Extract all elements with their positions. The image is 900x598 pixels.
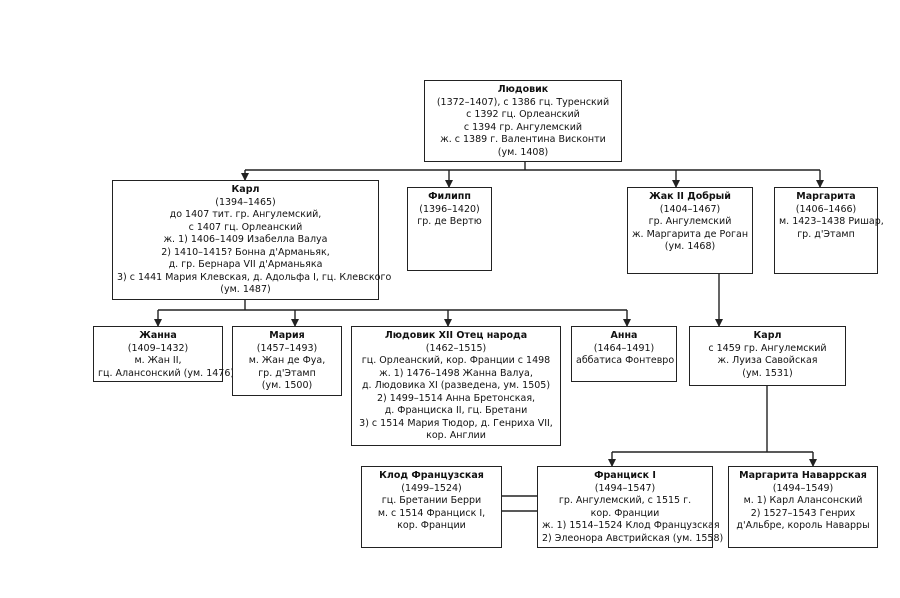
person-detail: (ум. 1408) bbox=[497, 146, 549, 158]
person-detail: ж. с 1389 г. Валентина Висконти bbox=[440, 134, 606, 145]
person-name: Карл bbox=[231, 184, 260, 195]
person-detail: д. Людовика XI (разведена, ум. 1505) bbox=[361, 380, 551, 391]
person-name: Людовик XII Отец народа bbox=[384, 330, 528, 341]
person-detail: гр. д'Этамп bbox=[797, 228, 855, 240]
person-detail: ж. 1) 1476–1498 Жанна Валуа, bbox=[379, 367, 533, 379]
person-detail: д. Франциска II, гц. Бретани bbox=[384, 405, 528, 416]
person-detail: 3) с 1514 Мария Тюдор, д. Генриха VII, bbox=[359, 417, 553, 429]
person-detail: кор. Франции bbox=[590, 507, 660, 519]
person-zhanna: Жанна (1409–1432) м. Жан II, гц. Алансон… bbox=[93, 326, 235, 382]
person-detail: аббатиса Фонтевро bbox=[576, 355, 675, 366]
person-zhak: Жак II Добрый (1404–1467) гр. Ангулемски… bbox=[627, 187, 753, 274]
person-margarita-navarre: Маргарита Наваррская (1494–1549) м. 1) К… bbox=[728, 466, 878, 548]
person-margarita: Маргарита (1406–1466) м. 1423–1438 Ришар… bbox=[774, 187, 884, 274]
person-detail: 3) с 1441 Мария Клевская, д. Адольфа I, … bbox=[117, 271, 392, 283]
person-detail: (1494–1549) bbox=[772, 482, 834, 494]
person-name: Маргарита Наваррская bbox=[739, 470, 867, 481]
person-detail: м. с 1514 Франциск I, bbox=[377, 507, 486, 519]
person-detail: д. гр. Бернара VII д'Арманьяка bbox=[168, 259, 323, 270]
person-detail: кор. Англии bbox=[426, 430, 486, 441]
person-karl: Карл (1394–1465) до 1407 тит. гр. Ангуле… bbox=[112, 180, 392, 300]
person-name: Франциск I bbox=[594, 470, 656, 481]
person-detail: гц. Бретании Берри bbox=[381, 495, 482, 506]
person-name: Маргарита bbox=[796, 191, 856, 202]
person-detail: ж. 1) 1406–1409 Изабелла Валуа bbox=[163, 234, 328, 245]
person-detail: м. Жан де Фуа, bbox=[248, 355, 326, 366]
person-name: Жанна bbox=[139, 330, 177, 341]
person-karl-angouleme: Карл с 1459 гр. Ангулемский ж. Луиза Сав… bbox=[689, 326, 846, 386]
person-detail: (1396–1420) bbox=[419, 203, 480, 215]
person-detail: (1499–1524) bbox=[401, 482, 462, 494]
person-detail: 2) 1499–1514 Анна Бретонская, bbox=[376, 392, 536, 404]
person-detail: с 1392 гц. Орлеанский bbox=[466, 109, 580, 120]
person-detail: 2) 1410–1415? Бонна д'Арманьяк, bbox=[161, 246, 330, 258]
person-name: Клод Французская bbox=[379, 470, 484, 481]
person-anna: Анна (1464–1491) аббатиса Фонтевро bbox=[571, 326, 677, 382]
person-detail: гр. Ангулемский bbox=[648, 216, 732, 227]
person-ludovik-xii: Людовик XII Отец народа (1462–1515) гц. … bbox=[351, 326, 561, 446]
person-detail: (ум. 1500) bbox=[261, 380, 313, 391]
person-detail: ж. Луиза Савойская bbox=[717, 355, 818, 366]
person-name: Жак II Добрый bbox=[649, 191, 731, 202]
person-detail: гр. д'Этамп bbox=[258, 367, 316, 379]
person-detail: кор. Франции bbox=[397, 520, 466, 531]
person-detail: 2) 1527–1543 Генрих bbox=[750, 507, 856, 519]
person-detail: (1372–1407), с 1386 гц. Туренский bbox=[436, 96, 610, 108]
person-detail: (1404–1467) bbox=[659, 203, 721, 215]
person-detail: м. 1423–1438 Ришар, bbox=[779, 216, 884, 227]
person-detail: ж. 1) 1514–1524 Клод Французская bbox=[542, 520, 720, 531]
person-detail: (1462–1515) bbox=[425, 342, 487, 354]
person-detail: д'Альбре, король Наварры bbox=[736, 520, 870, 531]
person-detail: с 1407 гц. Орлеанский bbox=[188, 221, 303, 233]
person-detail: (ум. 1468) bbox=[664, 241, 716, 252]
person-mariya: Мария (1457–1493) м. Жан де Фуа, гр. д'Э… bbox=[232, 326, 342, 396]
person-filipp: Филипп (1396–1420) гр. де Вертю bbox=[407, 187, 492, 271]
person-detail: (ум. 1531) bbox=[742, 367, 793, 379]
person-detail: до 1407 тит. гр. Ангулемский, bbox=[169, 209, 322, 220]
person-name: Филипп bbox=[428, 191, 471, 202]
person-detail: (1464–1491) bbox=[593, 342, 655, 354]
person-name: Анна bbox=[610, 330, 638, 341]
person-detail: гц. Орлеанский, кор. Франции с 1498 bbox=[361, 355, 551, 366]
person-name: Карл bbox=[753, 330, 782, 341]
person-detail: (ум. 1487) bbox=[220, 284, 271, 295]
person-detail: гр. де Вертю bbox=[417, 216, 482, 227]
person-detail: 2) Элеонора Австрийская (ум. 1558) bbox=[542, 532, 724, 544]
person-name: Людовик bbox=[497, 84, 549, 95]
person-detail: м. Жан II, bbox=[134, 355, 182, 366]
person-detail: с 1459 гр. Ангулемский bbox=[708, 342, 827, 354]
person-detail: гц. Алансонский (ум. 1476) bbox=[98, 367, 235, 379]
person-detail: (1494–1547) bbox=[594, 482, 656, 494]
person-detail: м. 1) Карл Алансонский bbox=[743, 495, 863, 506]
person-detail: (1394–1465) bbox=[215, 196, 276, 208]
person-name: Мария bbox=[269, 330, 305, 341]
person-detail: (1457–1493) bbox=[256, 342, 318, 354]
person-detail: (1409–1432) bbox=[127, 342, 189, 354]
person-francisk: Франциск I (1494–1547) гр. Ангулемский, … bbox=[537, 466, 724, 548]
person-detail: (1406–1466) bbox=[795, 203, 857, 215]
person-detail: гр. Ангулемский, с 1515 г. bbox=[558, 495, 692, 506]
person-klod: Клод Французская (1499–1524) гц. Бретани… bbox=[361, 466, 502, 548]
person-detail: ж. Маргарита де Роган bbox=[632, 228, 749, 240]
person-ludovik: Людовик (1372–1407), с 1386 гц. Туренски… bbox=[424, 80, 622, 162]
person-detail: с 1394 гр. Ангулемский bbox=[463, 121, 583, 133]
